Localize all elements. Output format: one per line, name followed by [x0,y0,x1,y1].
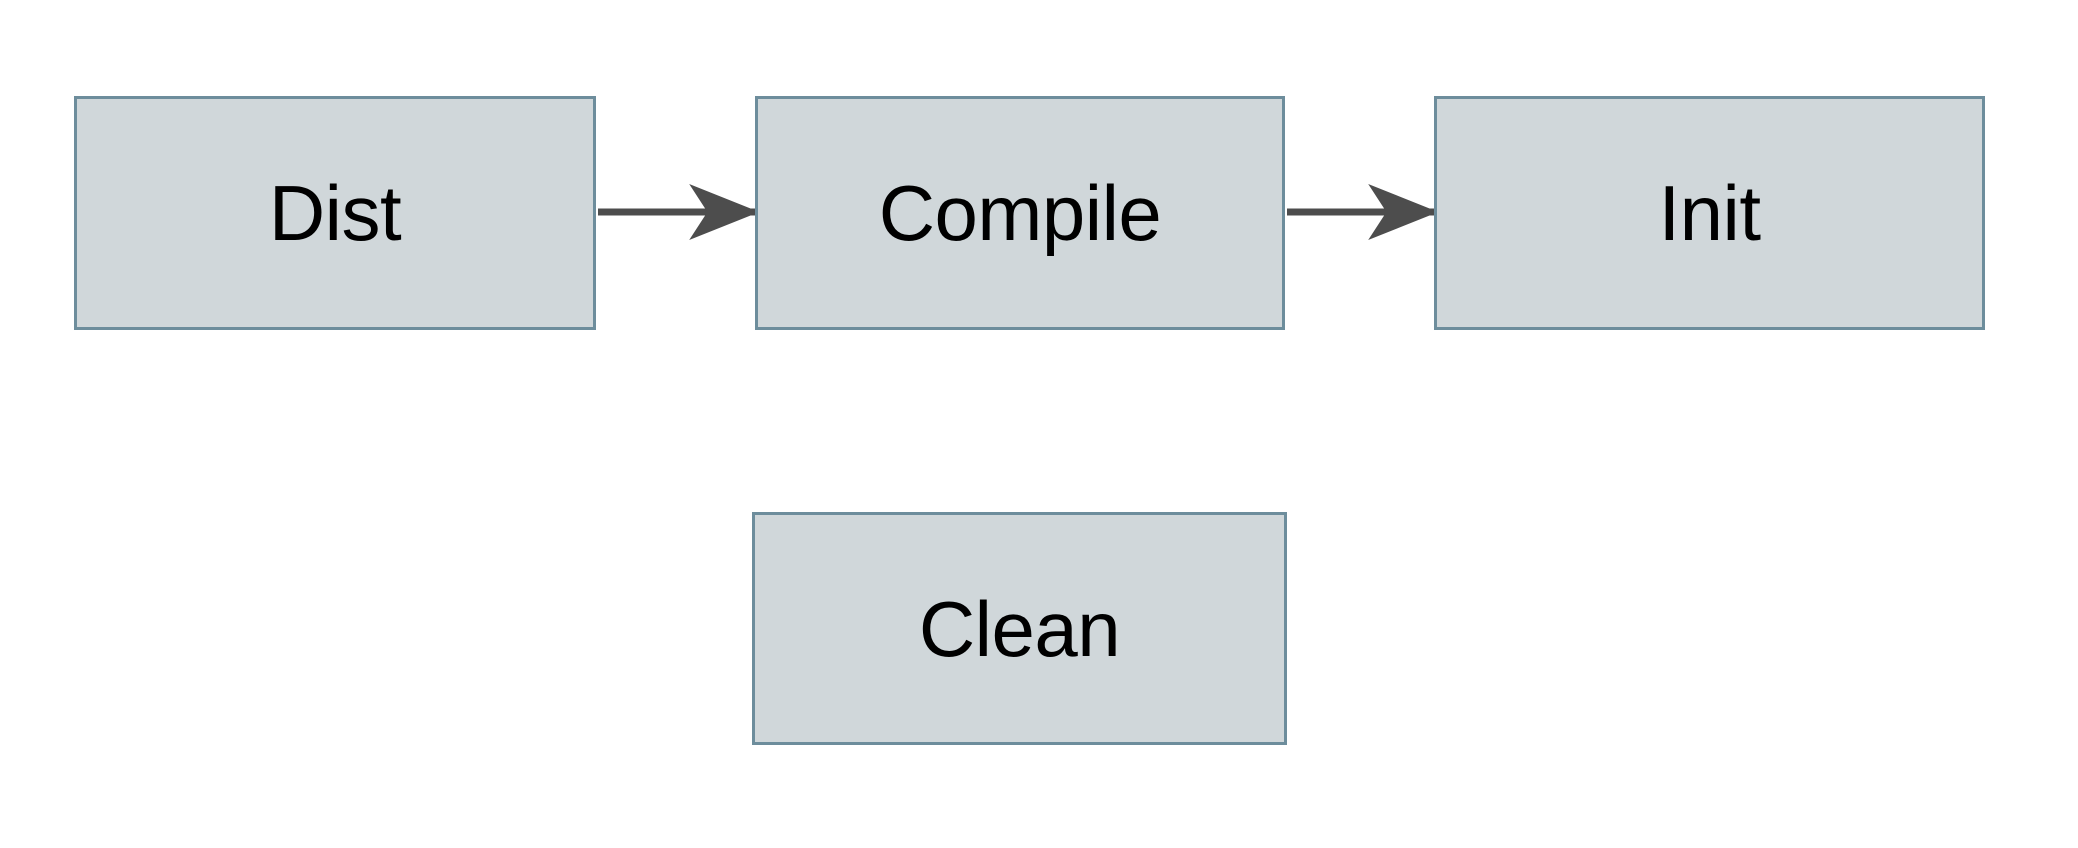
node-compile-label: Compile [878,169,1162,257]
node-init[interactable]: Init [1434,96,1985,330]
node-dist-label: Dist [268,169,402,257]
node-compile[interactable]: Compile [755,96,1285,330]
node-init-label: Init [1658,169,1761,257]
node-dist[interactable]: Dist [74,96,596,330]
node-clean-label: Clean [918,584,1121,673]
node-clean[interactable]: Clean [752,512,1287,745]
